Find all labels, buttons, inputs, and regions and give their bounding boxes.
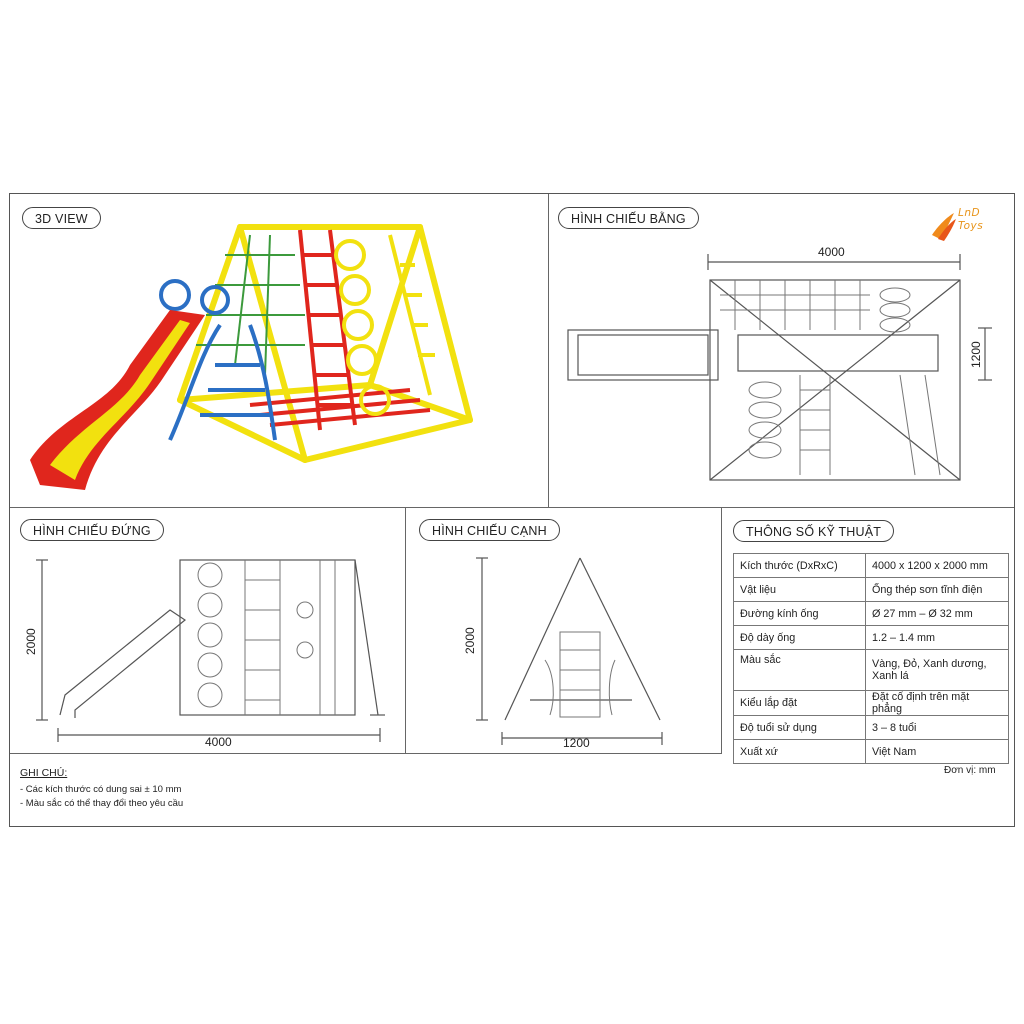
note-item: - Các kích thước có dung sai ± 10 mm: [20, 784, 182, 795]
top-dim-depth: 1200: [969, 341, 983, 368]
panel-title-top-view: HÌNH CHIẾU BẰNG: [558, 207, 699, 229]
spec-value: Đặt cố định trên mặt phẳng: [865, 690, 1009, 716]
panel-title-3d-view: 3D VIEW: [22, 207, 101, 229]
front-dim-width: 4000: [205, 735, 232, 749]
spec-value: Vàng, Đỏ, Xanh dương, Xanh lá: [865, 649, 1009, 691]
drawing-front-view: 2000 4000: [24, 559, 385, 749]
spec-key: Độ dày ống: [733, 625, 866, 650]
unit-label: Đơn vị: mm: [944, 765, 996, 776]
brand-wordmark: LnD Toys: [958, 207, 983, 233]
panel-title-specs: THÔNG SỐ KỸ THUẬT: [733, 520, 895, 542]
notes-title: GHI CHÚ:: [20, 767, 68, 779]
divider-vertical-front: [405, 508, 406, 754]
spec-key: Kiểu lắp đặt: [733, 690, 866, 716]
spec-row: Kích thước (DxRxC)4000 x 1200 x 2000 mm: [733, 553, 1009, 578]
spec-key: Kích thước (DxRxC): [733, 553, 866, 578]
front-dim-height: 2000: [24, 628, 38, 655]
spec-key: Độ tuổi sử dụng: [733, 715, 866, 740]
side-dim-height: 2000: [463, 627, 477, 654]
spec-value: Ø 27 mm – Ø 32 mm: [865, 601, 1009, 626]
brand-logo: [932, 213, 956, 241]
drawing-sheet: [9, 193, 1015, 827]
slide-yellow: [50, 320, 190, 480]
spec-key: Xuất xứ: [733, 739, 866, 764]
note-item: - Màu sắc có thể thay đổi theo yêu cầu: [20, 798, 184, 809]
side-dim-width: 1200: [563, 736, 590, 750]
spec-value: Ống thép sơn tĩnh điện: [865, 577, 1009, 602]
spec-key: Màu sắc: [733, 649, 866, 691]
brand-line1: LnD: [958, 207, 981, 219]
brand-line2: Toys: [958, 220, 984, 232]
divider-horizontal: [10, 507, 1014, 508]
spec-key: Vật liệu: [733, 577, 866, 602]
spec-value: 3 – 8 tuổi: [865, 715, 1009, 740]
divider-vertical-top: [548, 194, 549, 507]
top-dim-width: 4000: [818, 245, 845, 259]
drawing-side-view: 2000 1200: [463, 557, 663, 750]
divider-vertical-side: [721, 508, 722, 754]
spec-key: Đường kính ống: [733, 601, 866, 626]
spec-value: Việt Nam: [865, 739, 1009, 764]
spec-value: 4000 x 1200 x 2000 mm: [865, 553, 1009, 578]
spec-value: 1.2 – 1.4 mm: [865, 625, 1009, 650]
panel-title-side-view: HÌNH CHIẾU CẠNH: [419, 519, 560, 541]
illustration-3d: [30, 224, 473, 490]
divider-notes: [10, 753, 722, 754]
panel-title-front-view: HÌNH CHIẾU ĐỨNG: [20, 519, 164, 541]
drawing-top-view: 4000 1200: [567, 245, 992, 481]
